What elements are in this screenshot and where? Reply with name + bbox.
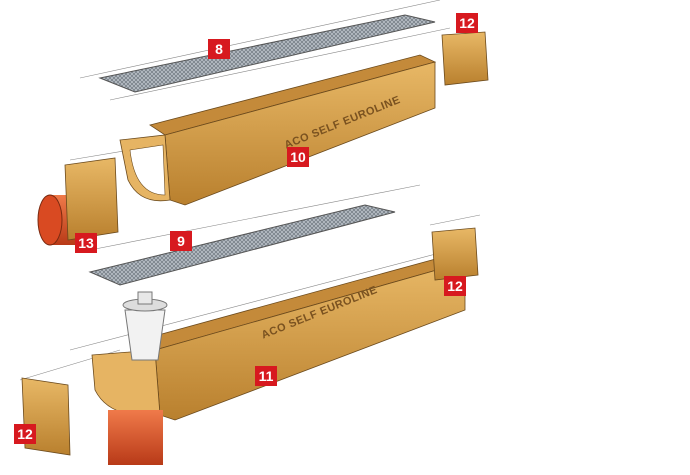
label-grate-top: 8 xyxy=(208,39,230,59)
label-channel-bottom: 11 xyxy=(255,366,277,386)
construction-lines xyxy=(19,0,481,381)
grate-top xyxy=(98,14,436,93)
label-channel-top: 10 xyxy=(287,147,309,167)
label-end-cap-bottom-left: 12 xyxy=(14,424,36,444)
outlet-pipe xyxy=(37,157,119,246)
label-end-cap-mid-right: 12 xyxy=(444,276,466,296)
channel-bottom xyxy=(91,254,467,421)
label-end-cap-top-right: 12 xyxy=(456,13,478,33)
gully-insert xyxy=(122,291,168,361)
end-cap-top-right xyxy=(441,31,489,86)
bottom-outlet-pipe xyxy=(108,410,163,465)
end-cap-mid-right xyxy=(431,227,479,281)
label-outlet-pipe: 13 xyxy=(75,233,97,253)
grate-bottom xyxy=(88,204,396,286)
label-grate-bottom: 9 xyxy=(170,231,192,251)
channel-top xyxy=(119,54,437,206)
